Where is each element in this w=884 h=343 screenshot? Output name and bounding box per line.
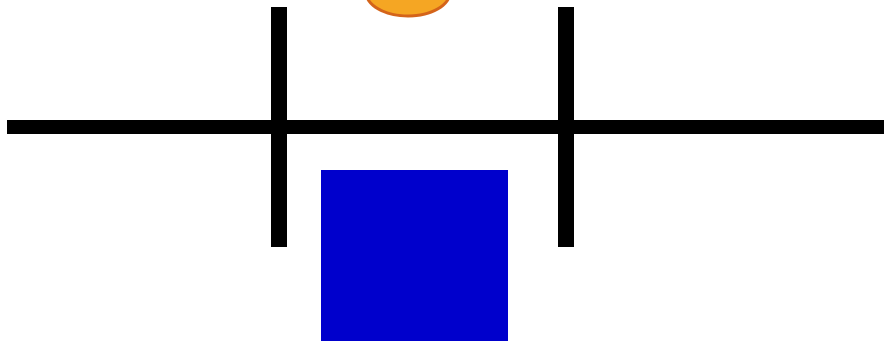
orange-ball[interactable] bbox=[362, 0, 454, 22]
left-vertical-wall bbox=[271, 7, 287, 247]
right-vertical-wall bbox=[558, 7, 574, 247]
orange-ball-shape bbox=[366, 0, 450, 16]
blue-square[interactable] bbox=[321, 170, 508, 341]
horizontal-wall bbox=[7, 120, 884, 134]
